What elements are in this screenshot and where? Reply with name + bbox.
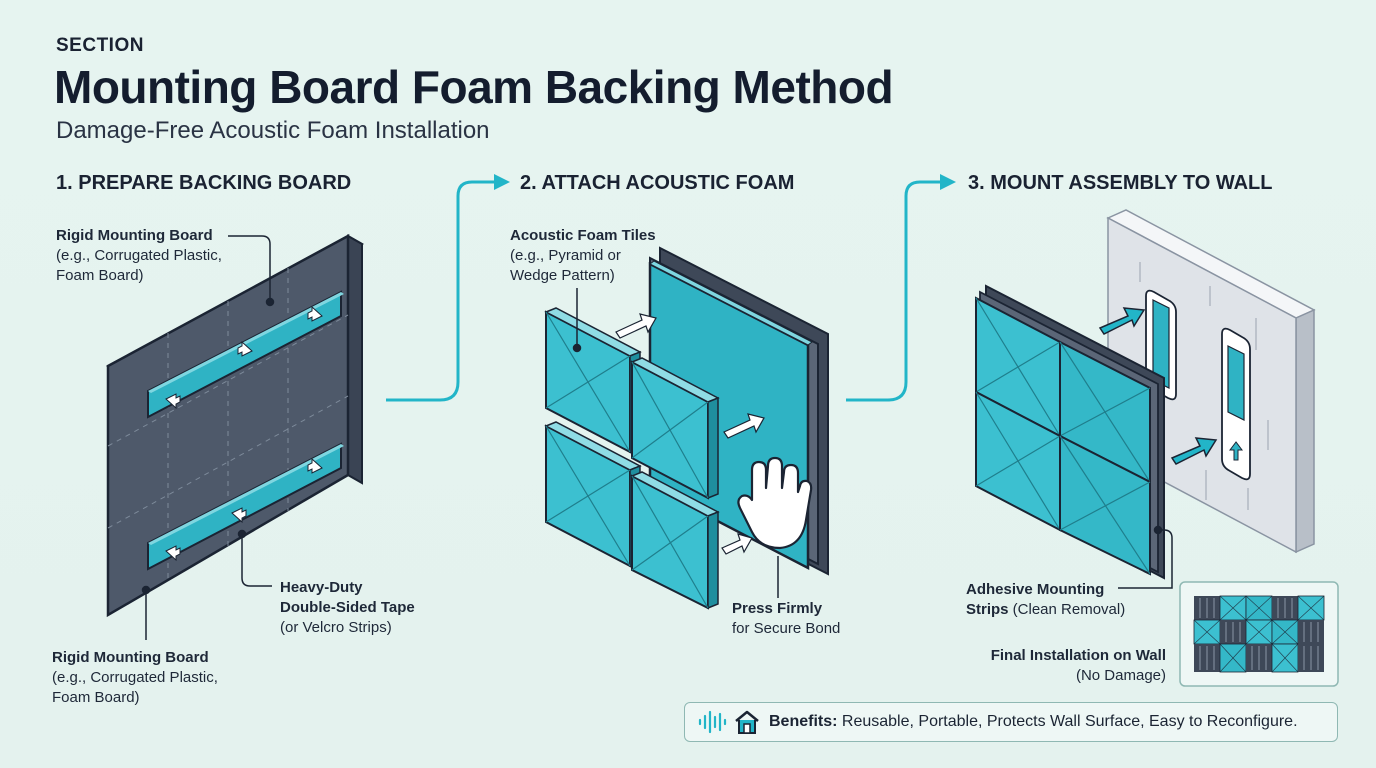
board-top-label-line2: (e.g., Corrugated Plastic, <box>56 247 222 264</box>
step-connector-arrow-2 <box>846 174 956 402</box>
foam-tile <box>630 471 720 610</box>
final-installation-note: (No Damage) <box>1075 667 1166 684</box>
arrow-icon <box>615 313 765 555</box>
board-top-label-line3: Foam Board) <box>56 267 144 284</box>
step-connector-arrow-1 <box>386 174 510 402</box>
press-label: Press Firmly for Secure Bond <box>732 599 840 639</box>
board-bottom-label-title: Rigid Mounting Board <box>52 649 209 666</box>
tape-strip-top <box>147 290 344 419</box>
final-installation-thumbnail <box>1179 581 1339 687</box>
step-2-title: 2. ATTACH ACOUSTIC FOAM <box>520 172 795 194</box>
hand-icon <box>737 456 813 550</box>
page-subtitle: Damage-Free Acoustic Foam Installation <box>56 117 490 144</box>
backing-board <box>105 233 365 618</box>
tape-label: Heavy-Duty Double-Sided Tape (or Velcro … <box>280 578 415 638</box>
sound-wave-icon <box>698 710 727 734</box>
tape-label-line3: (or Velcro Strips) <box>280 619 392 636</box>
board-top-label-title: Rigid Mounting Board <box>56 227 213 244</box>
press-label-title: Press Firmly <box>732 600 823 617</box>
tape-leader <box>237 529 272 587</box>
benefits-text: Benefits: Reusable, Portable, Protects W… <box>769 713 1298 731</box>
tape-label-line2: Double-Sided Tape <box>280 599 415 616</box>
section-label: SECTION <box>56 35 144 56</box>
board-bottom-label-line3: Foam Board) <box>52 689 140 706</box>
strips-label-line2-rest: (Clean Removal) <box>1008 601 1126 618</box>
tape-strip-bottom <box>147 442 344 571</box>
benefits-label: Benefits: <box>769 713 838 730</box>
adhesive-strip-slot-bottom <box>1221 327 1251 481</box>
step-1-title: 1. PREPARE BACKING BOARD <box>56 172 352 194</box>
final-installation-title: Final Installation on Wall <box>990 647 1166 664</box>
strips-leader <box>1118 525 1173 589</box>
tiles-leader <box>572 288 582 353</box>
board-top-label: Rigid Mounting Board (e.g., Corrugated P… <box>56 226 222 286</box>
benefits-bar: Benefits: Reusable, Portable, Protects W… <box>684 702 1338 742</box>
page-title: Mounting Board Foam Backing Method <box>54 61 894 113</box>
foam-tile <box>975 390 1061 532</box>
tape-label-line1: Heavy-Duty <box>280 579 363 596</box>
tiles-label-title: Acoustic Foam Tiles <box>510 227 656 244</box>
step-3-title: 3. MOUNT ASSEMBLY TO WALL <box>968 172 1273 194</box>
mounting-arrow <box>1098 307 1218 465</box>
strips-label-line2-bold: Strips <box>966 601 1009 618</box>
board-bottom-label: Rigid Mounting Board (e.g., Corrugated P… <box>52 648 218 708</box>
tiles-label: Acoustic Foam Tiles (e.g., Pyramid or We… <box>510 226 656 286</box>
board-bottom-leader <box>141 585 151 640</box>
press-label-line2: for Secure Bond <box>732 620 841 637</box>
strips-label: Adhesive Mounting Strips (Clean Removal) <box>966 580 1125 620</box>
tiles-label-line2: (e.g., Pyramid or <box>510 247 621 264</box>
strips-label-line1: Adhesive Mounting <box>966 581 1105 598</box>
final-installation-label: Final Installation on Wall (No Damage) <box>966 646 1166 686</box>
benefits-list: Reusable, Portable, Protects Wall Surfac… <box>837 713 1298 730</box>
foam-tile <box>1059 434 1151 576</box>
board-top-leader <box>228 235 275 307</box>
house-icon <box>735 710 759 734</box>
foam-tile <box>975 296 1061 438</box>
foam-tile <box>630 357 720 500</box>
tiles-label-line3: Wedge Pattern) <box>510 267 615 284</box>
board-bottom-label-line2: (e.g., Corrugated Plastic, <box>52 669 218 686</box>
